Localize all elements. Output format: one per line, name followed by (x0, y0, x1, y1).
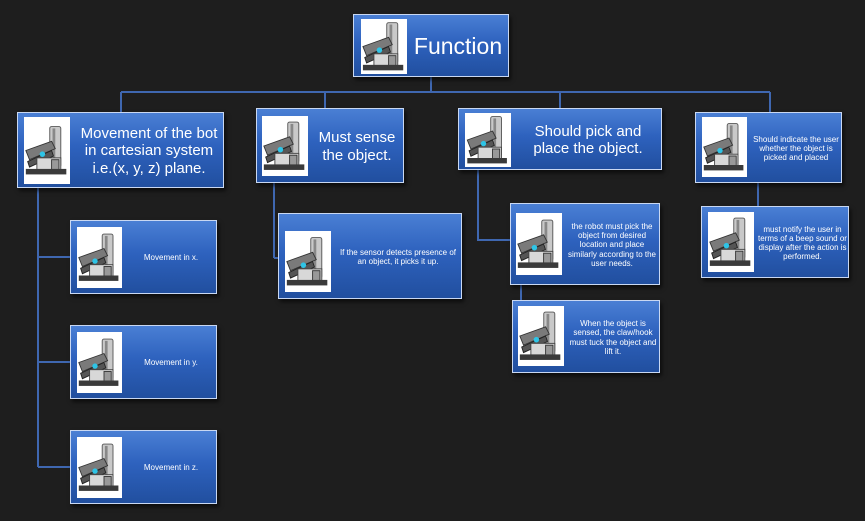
robot-arm-icon (516, 213, 562, 275)
robot-arm-icon (262, 116, 308, 176)
robot-arm-icon (77, 437, 122, 498)
child-node: Movement in x. (70, 220, 217, 294)
branch-node: Movement of the bot in cartesian system … (17, 112, 224, 188)
node-label: When the object is sensed, the claw/hook… (569, 319, 657, 356)
robot-arm-icon (77, 227, 122, 288)
node-label: Should indicate the user whether the obj… (753, 134, 839, 163)
robot-arm-icon (24, 117, 70, 184)
robot-arm-icon (518, 306, 564, 366)
robot-arm-icon (702, 117, 747, 177)
node-label: Must sense the object. (318, 129, 396, 164)
branch-node: Must sense the object. (256, 108, 404, 183)
node-label: Movement in y. (144, 358, 198, 368)
child-node: Movement in y. (70, 325, 217, 399)
node-label: Should pick and place the object. (533, 122, 643, 157)
child-node: When the object is sensed, the claw/hook… (512, 300, 660, 373)
branch-node: Should pick and place the object. (458, 108, 662, 170)
node-label: must notify the user in terms of a beep … (758, 224, 847, 262)
node-label: Function (413, 33, 503, 60)
root-node: Function (353, 14, 509, 77)
child-node: must notify the user in terms of a beep … (701, 206, 849, 278)
node-label: Movement of the bot in cartesian system … (80, 125, 218, 177)
robot-arm-icon (361, 19, 407, 74)
child-node: If the sensor detects presence of an obj… (278, 213, 462, 299)
node-label: Movement in z. (143, 463, 199, 473)
node-label: If the sensor detects presence of an obj… (339, 247, 457, 266)
robot-arm-icon (77, 332, 122, 393)
node-label: Movement in x. (143, 253, 199, 263)
child-node: Movement in z. (70, 430, 217, 504)
robot-arm-icon (708, 212, 754, 272)
robot-arm-icon (285, 231, 331, 292)
robot-arm-icon (465, 113, 511, 167)
branch-node: Should indicate the user whether the obj… (695, 112, 842, 183)
node-label: the robot must pick the object from desi… (567, 222, 657, 268)
child-node: the robot must pick the object from desi… (510, 203, 660, 285)
